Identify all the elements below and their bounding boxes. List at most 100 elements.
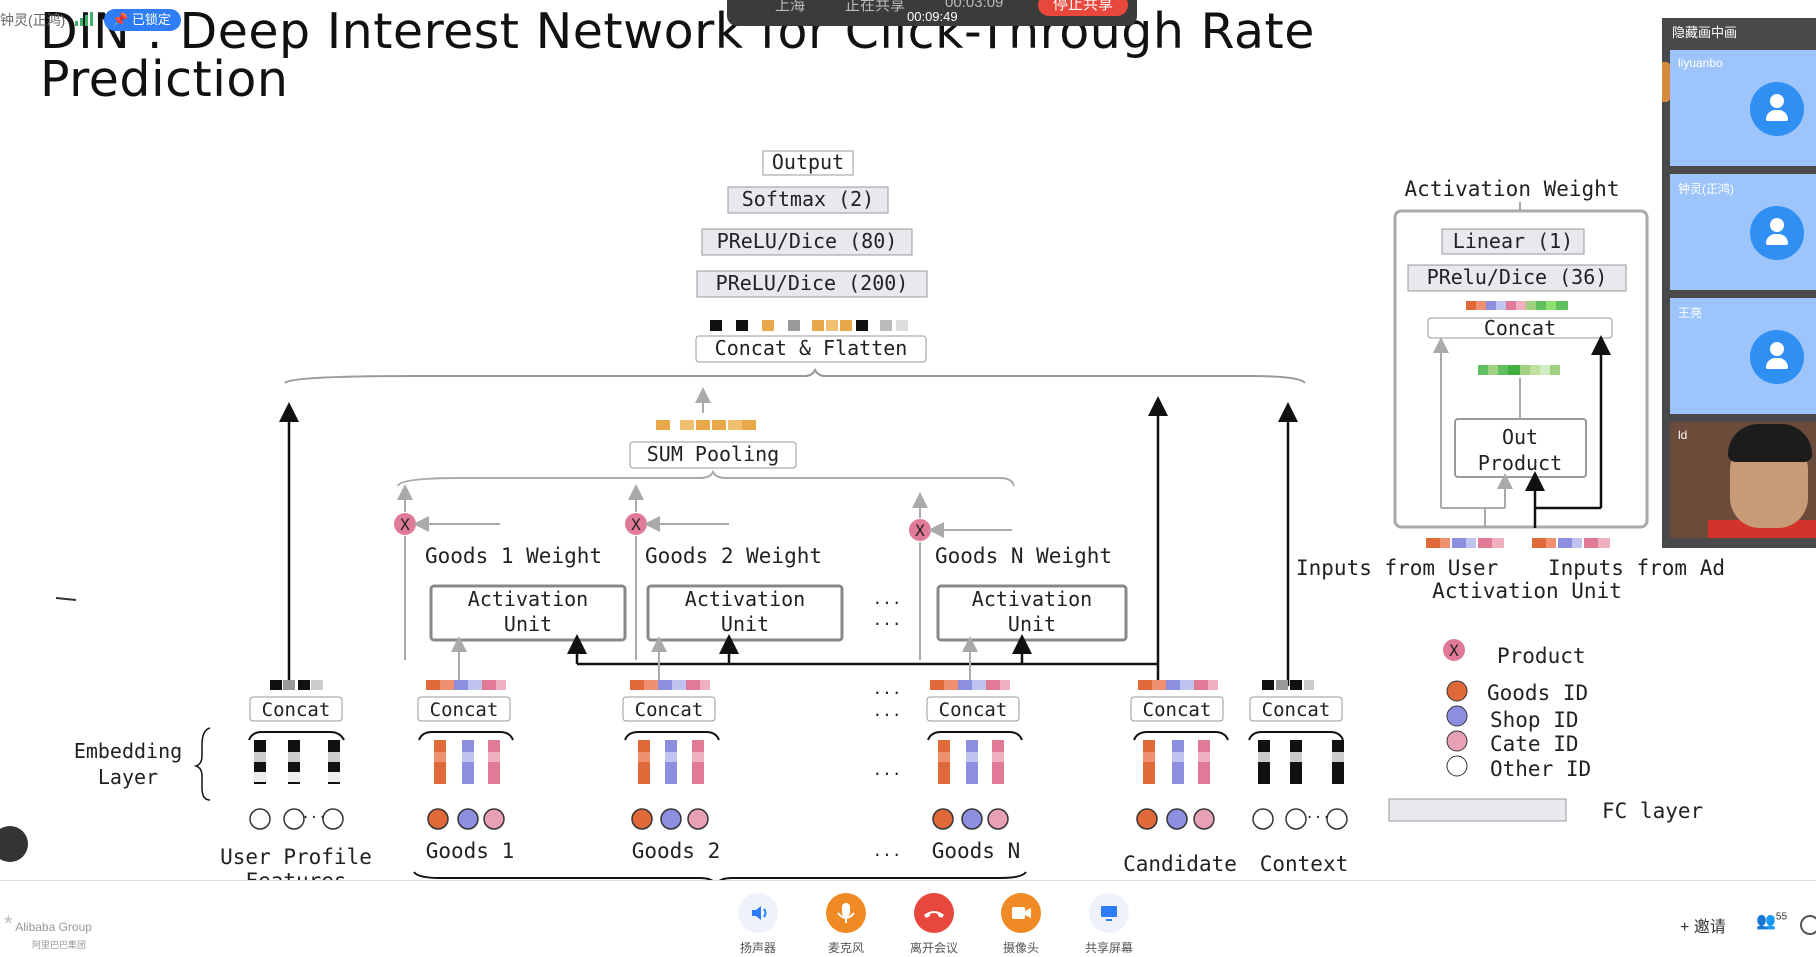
svg-text:Concat: Concat <box>262 699 331 721</box>
svg-text:X: X <box>631 515 641 534</box>
legend-shop-id: Shop ID <box>1490 708 1579 732</box>
meeting-timer: 00:09:49 <box>907 9 958 24</box>
svg-text:X: X <box>1449 641 1459 660</box>
mic-button[interactable]: 麦克风 <box>811 893 881 956</box>
invite-button[interactable]: + 邀请 <box>1680 919 1726 936</box>
aw-title: Activation Weight <box>1405 177 1620 201</box>
bottom-labels: User Profile Features Goods 1 Goods 2 Go… <box>220 839 1348 880</box>
concat-row: Concat Concat Concat Concat Concat Conca… <box>248 679 1344 741</box>
microphone-icon <box>826 893 866 933</box>
avatar-icon <box>1750 82 1804 136</box>
legend: X Product Goods ID Shop ID Cate ID Other… <box>1388 639 1703 823</box>
participants-button[interactable]: 👥55 <box>1756 911 1788 930</box>
flatten-vector <box>710 320 908 331</box>
participant-tile[interactable]: 钟灵(正鸿) <box>1670 174 1816 290</box>
inputs-user-label: Inputs from User <box>1296 556 1498 580</box>
pen-stroke <box>55 597 77 601</box>
top-brace <box>284 367 1306 384</box>
legend-goods-id: Goods ID <box>1487 681 1588 705</box>
inputs-ad-label: Inputs from Ad <box>1548 556 1725 580</box>
pin-icon: 📌 <box>112 12 129 27</box>
svg-text:Out: Out <box>1502 425 1538 449</box>
speaker-button[interactable]: 扬声器 <box>723 893 793 956</box>
goodsN-label: Goods N <box>932 839 1021 863</box>
sharing-label: 正在共享 <box>845 0 906 14</box>
panel-edge-tab[interactable] <box>1662 62 1670 102</box>
prelu200-label: PReLU/Dice (200) <box>716 271 909 295</box>
goods1-weight-label: Goods 1 Weight <box>425 544 602 568</box>
activation-unit-caption: Activation Unit <box>1432 579 1622 603</box>
signal-icon <box>75 12 93 26</box>
context-label: Context <box>1260 852 1349 876</box>
svg-text:Unit: Unit <box>504 612 552 636</box>
camera-icon <box>1001 893 1041 933</box>
svg-text:Unit: Unit <box>721 612 769 636</box>
sharing-duration: 00:03:09 <box>945 0 1004 11</box>
slide-title-line2: Prediction <box>40 51 289 108</box>
svg-text:...: ... <box>873 841 902 860</box>
speaker-icon <box>738 893 778 933</box>
weighted-goods: X X X Goods 1 Weight Goods 2 Weight Good… <box>394 484 1112 660</box>
prelu80-label: PReLU/Dice (80) <box>717 229 898 253</box>
sharing-location: 上海 <box>775 0 806 14</box>
svg-text:X: X <box>915 521 925 540</box>
gear-icon[interactable] <box>1800 915 1816 935</box>
leave-meeting-button[interactable]: 离开会议 <box>899 893 969 956</box>
goods2-weight-label: Goods 2 Weight <box>645 544 822 568</box>
current-user-name: 钟灵(正鸿) <box>0 12 66 28</box>
chat-icon[interactable] <box>0 826 28 862</box>
goods1-label: Goods 1 <box>426 839 515 863</box>
embedding-layer-label: Embedding <box>74 739 182 763</box>
svg-text:...: ... <box>873 589 902 608</box>
svg-text:Concat: Concat <box>430 699 499 721</box>
sum-pooling: SUM Pooling <box>397 387 1015 487</box>
participants-icon: 👥 <box>1756 913 1776 930</box>
svg-text:Concat: Concat <box>939 699 1008 721</box>
svg-text:Activation: Activation <box>468 587 588 611</box>
legend-product: Product <box>1497 644 1586 668</box>
svg-text:Layer: Layer <box>98 765 158 789</box>
participant-panel: 隐藏画中画 liyuanbo 钟灵(正鸿) 王亮 ld <box>1662 18 1816 548</box>
candidate-label: Candidate <box>1123 852 1237 876</box>
svg-text:PRelu/Dice (36): PRelu/Dice (36) <box>1427 265 1608 289</box>
svg-text:...: ... <box>1305 806 1330 822</box>
svg-text:Unit: Unit <box>1008 612 1056 636</box>
alibaba-logo: * Alibaba Group 阿里巴巴集团 <box>4 911 92 950</box>
participant-tile[interactable]: 王亮 <box>1670 298 1816 414</box>
meeting-toolbar: * Alibaba Group 阿里巴巴集团 扬声器 麦克风 离开会议 摄像头 … <box>0 880 1816 957</box>
participant-tile[interactable]: liyuanbo <box>1670 50 1816 166</box>
goods2-label: Goods 2 <box>632 839 721 863</box>
svg-text:Concat: Concat <box>1143 699 1212 721</box>
share-screen-icon <box>1089 893 1129 933</box>
camera-button[interactable]: 摄像头 <box>986 893 1056 956</box>
embedding-layer: Embedding Layer <box>74 727 1344 801</box>
activation-units: Activation Unit Activation Unit Activati… <box>279 396 1298 686</box>
svg-text:...: ... <box>301 806 326 822</box>
legend-cate-id: Cate ID <box>1490 732 1579 756</box>
concat-flatten-label: Concat & Flatten <box>715 336 908 360</box>
user-profile-label: User Profile <box>220 845 372 869</box>
svg-text:Activation: Activation <box>685 587 805 611</box>
softmax-label: Softmax (2) <box>742 187 874 211</box>
hide-pip-button[interactable]: 隐藏画中画 <box>1672 25 1738 40</box>
locked-badge[interactable]: 📌 已锁定 <box>104 9 181 31</box>
svg-text:...: ... <box>873 610 902 629</box>
avatar-icon <box>1750 206 1804 260</box>
participant-video-tile[interactable]: ld <box>1670 422 1816 538</box>
goodsN-weight-label: Goods N Weight <box>935 544 1112 568</box>
avatar-icon <box>1750 330 1804 384</box>
output-label: Output <box>772 150 844 174</box>
sum-pooling-label: SUM Pooling <box>647 442 779 466</box>
svg-text:Linear (1): Linear (1) <box>1453 229 1573 253</box>
hang-up-icon <box>914 893 954 933</box>
svg-text:Activation: Activation <box>972 587 1092 611</box>
stop-share-button[interactable]: 停止共享 <box>1038 0 1128 16</box>
svg-text:Concat: Concat <box>635 699 704 721</box>
svg-text:Product: Product <box>1478 451 1562 475</box>
svg-text:...: ... <box>873 679 902 698</box>
din-architecture-diagram: Output Softmax (2) PReLU/Dice (80) PReLU… <box>55 150 1725 880</box>
svg-text:Concat: Concat <box>1484 316 1556 340</box>
svg-text:...: ... <box>873 701 902 720</box>
svg-text:Features: Features <box>245 869 346 880</box>
share-screen-button[interactable]: 共享屏幕 <box>1074 893 1144 956</box>
